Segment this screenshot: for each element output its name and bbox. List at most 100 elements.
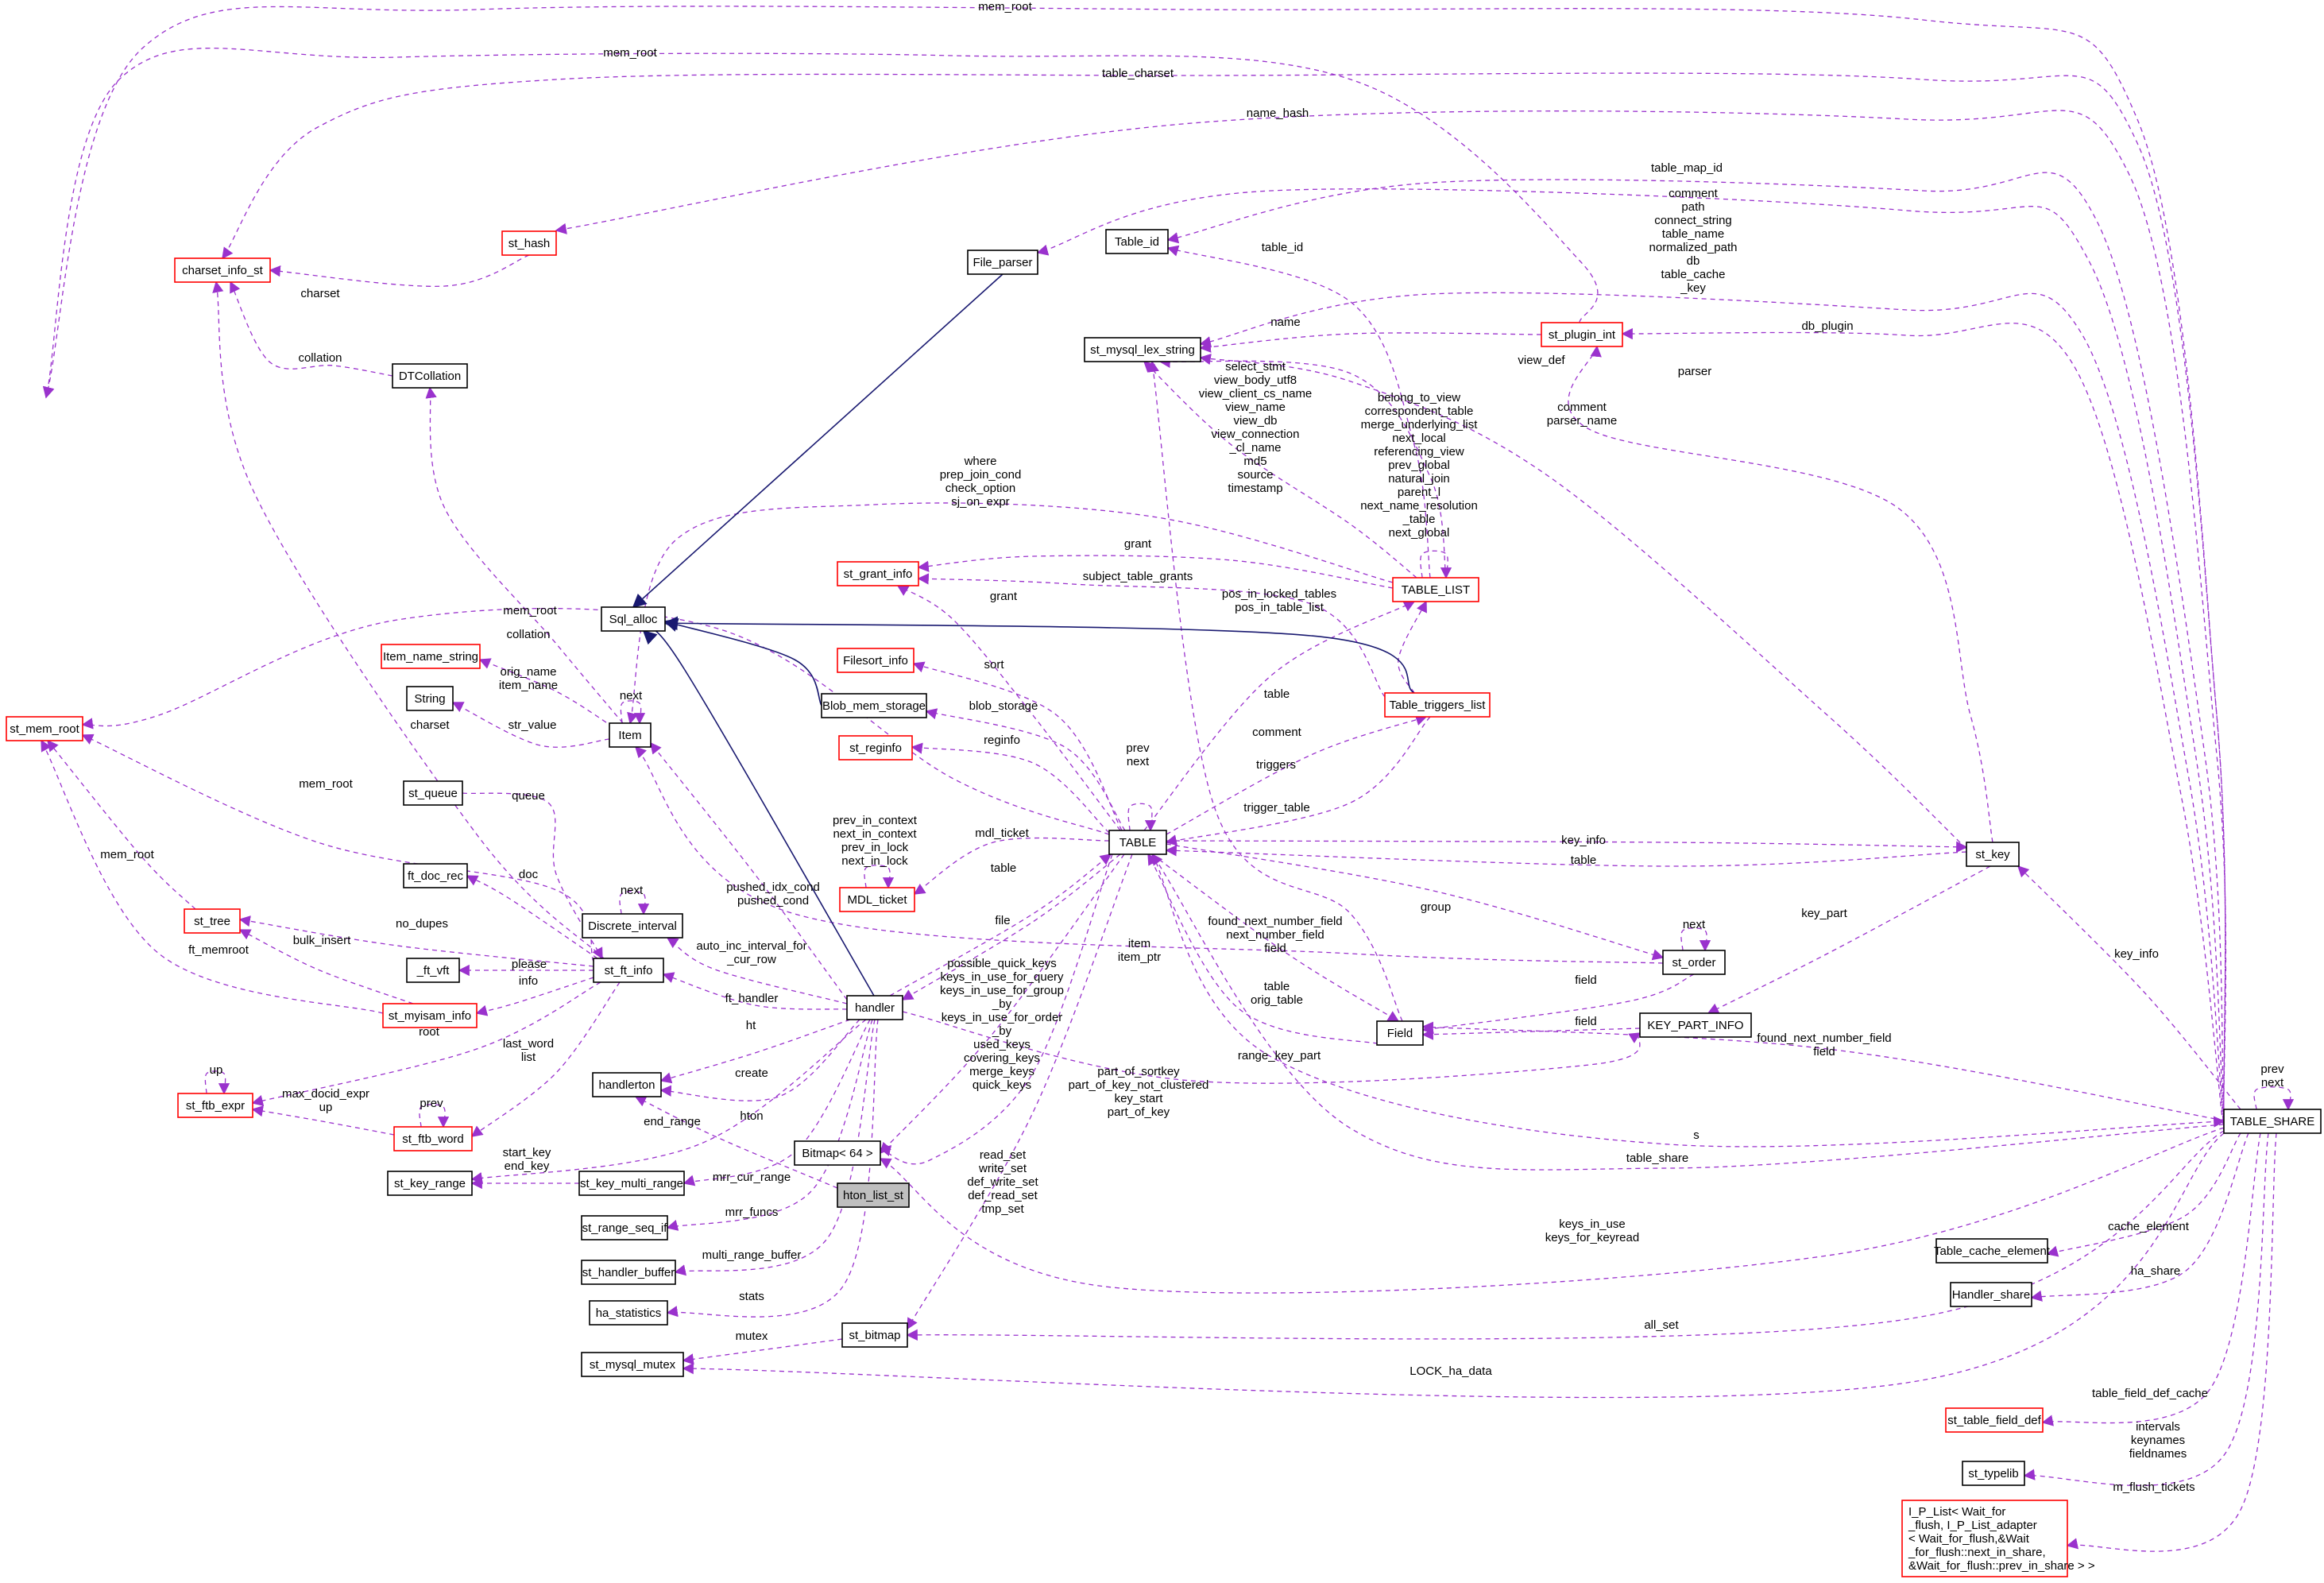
node-st-bitmap[interactable]: st_bitmap: [841, 1322, 908, 1348]
edge-label-table_list-table_list-line: referencing_view: [1374, 445, 1464, 459]
node-handlerton[interactable]: handlerton: [592, 1072, 662, 1097]
node-box: [1962, 1461, 2025, 1486]
node-ft-vft[interactable]: _ft_vft: [406, 958, 460, 983]
edge-label-st_plugin_int-st_mem_root: mem_root: [603, 46, 657, 60]
node-dtcollation[interactable]: DTCollation: [392, 363, 468, 389]
edge-label-st_ft_info-st_tree: no_dupes: [396, 917, 448, 931]
usage-edge-table_share-st_hash: [555, 110, 2227, 1120]
usage-edge-dtcollation-charset_info_st: [230, 281, 393, 377]
edge-label-st_ft_info-st_myisam_info: info: [519, 974, 538, 988]
edge-label-handler-item-line: pushed_idx_cond: [726, 881, 820, 894]
node-file-parser[interactable]: File_parser: [967, 250, 1038, 275]
usage-edge-st_ftb_word-st_ftb_word: [419, 1104, 450, 1128]
node-i-p-list[interactable]: I_P_List< Wait_for_flush, I_P_List_adapt…: [1901, 1500, 2095, 1577]
node-label: st_mysql_lex_string: [1090, 343, 1195, 357]
usage-edge-table-bitmap64: [880, 853, 1125, 1155]
edge-label-table_triggers_list-table-line: trigger_table: [1243, 801, 1309, 815]
node-box: [2223, 1109, 2322, 1134]
usage-edge-st_plugin_int-st_mem_root: [42, 47, 1599, 399]
node-table-triggers-list[interactable]: Table_triggers_list: [1384, 692, 1491, 718]
usage-edge-st_key-key_part_info: [1707, 865, 1991, 1014]
edge-label-table_share-st_table_field_def: table_field_def_cache: [2092, 1387, 2208, 1400]
node-box: [382, 1003, 478, 1028]
node-label: st_reginfo: [849, 741, 902, 755]
node-sql-alloc[interactable]: Sql_alloc: [601, 606, 666, 632]
node-charset-info-st[interactable]: charset_info_st: [174, 257, 271, 283]
node-st-myisam-info[interactable]: st_myisam_info: [382, 1003, 478, 1028]
node-st-mem-root[interactable]: st_mem_root: [6, 716, 83, 741]
usage-edge-handler-st_ft_info: [662, 972, 848, 1010]
node-field[interactable]: Field: [1376, 1020, 1424, 1046]
node-blob-mem-storage[interactable]: Blob_mem_storage: [821, 693, 927, 718]
node-st-queue[interactable]: st_queue: [403, 780, 463, 806]
edge-label-table-table_share: s: [1693, 1128, 1699, 1142]
edge-label-table_share-handler_share-line: ha_share: [2131, 1264, 2181, 1278]
node-label: KEY_PART_INFO: [1647, 1019, 1743, 1032]
edge-label-st_order-field: field: [1575, 973, 1597, 987]
edge-label-table_share-st_bitmap-line: all_set: [1644, 1318, 1679, 1332]
edge-label-dtcollation-charset_info_st-line: collation: [298, 351, 342, 365]
edge-label-st_ft_info-ft_vft-line: please: [512, 958, 547, 971]
node-st-mysql-lex-string[interactable]: st_mysql_lex_string: [1084, 337, 1201, 362]
node-table-list[interactable]: TABLE_LIST: [1392, 577, 1479, 602]
edge-label-table-table_list: table: [1264, 687, 1290, 701]
edge-label-discrete_interval-discrete_interval: next: [621, 884, 644, 897]
node-st-grant-info[interactable]: st_grant_info: [837, 561, 919, 586]
edge-label-table_share-st_mysql_lex_string-line: path: [1681, 200, 1704, 214]
node-st-ft-info[interactable]: st_ft_info: [593, 958, 664, 983]
node-st-plugin-int[interactable]: st_plugin_int: [1541, 322, 1623, 347]
node-st-typelib[interactable]: st_typelib: [1962, 1461, 2025, 1486]
node-st-reginfo[interactable]: st_reginfo: [838, 735, 913, 761]
node-table-id[interactable]: Table_id: [1105, 229, 1169, 254]
edge-label-table_triggers_list-table_list-line: pos_in_locked_tables: [1222, 587, 1336, 601]
node-handler-share[interactable]: Handler_share: [1950, 1282, 2032, 1307]
edge-label-table-st_mem_root-line: mem_root: [503, 604, 557, 617]
node-label: st_mem_root: [10, 722, 79, 736]
node-st-range-seq-if[interactable]: st_range_seq_if: [581, 1215, 668, 1240]
node-box: [581, 1260, 676, 1285]
node-st-hash[interactable]: st_hash: [501, 230, 557, 256]
usage-edge-st_queue-st_ft_info: [462, 792, 603, 960]
node-ha-statistics[interactable]: ha_statistics: [589, 1300, 668, 1326]
node-st-key-multi-range[interactable]: st_key_multi_range: [578, 1171, 685, 1196]
edge-label-field-st_mysql_lex_string: comment: [1252, 726, 1302, 739]
edge-label-table_triggers_list-st_grant_info-line: subject_table_grants: [1083, 570, 1193, 583]
node-label: st_tree: [194, 915, 230, 928]
node-string[interactable]: String: [406, 686, 454, 711]
node-table-share[interactable]: TABLE_SHARE: [2223, 1109, 2322, 1134]
node-hton-list-st[interactable]: hton_list_st: [837, 1182, 910, 1208]
node-table-cache-element[interactable]: Table_cache_element: [1934, 1238, 2051, 1264]
node-st-order[interactable]: st_order: [1662, 950, 1726, 975]
node-item-name-string[interactable]: Item_name_string: [381, 644, 481, 669]
node-st-ftb-expr[interactable]: st_ftb_expr: [177, 1093, 253, 1118]
edge-label-table-filesort_info-line: sort: [984, 658, 1004, 672]
node-discrete-interval[interactable]: Discrete_interval: [582, 913, 683, 939]
node-bitmap64[interactable]: Bitmap< 64 >: [794, 1140, 881, 1166]
node-st-key-range[interactable]: st_key_range: [387, 1171, 473, 1196]
node-label-line: _flush, I_P_List_adapter: [1908, 1519, 2037, 1532]
node-label-line: Handler_share: [1952, 1288, 2030, 1302]
edge-label-table-table-line: next: [1127, 755, 1150, 768]
edge-label-st_key_multi_range-st_key_range-line: start_key: [503, 1146, 551, 1159]
node-handler[interactable]: handler: [846, 995, 903, 1020]
usage-edge-st_order-field: [1421, 973, 1695, 1035]
node-st-mysql-mutex[interactable]: st_mysql_mutex: [581, 1352, 684, 1377]
node-st-key[interactable]: st_key: [1966, 842, 2020, 867]
edge-label-table_share-bitmap64-line: keys_in_use: [1559, 1217, 1625, 1231]
node-st-handler-buffer[interactable]: st_handler_buffer: [581, 1260, 676, 1285]
node-table[interactable]: TABLE: [1108, 830, 1167, 855]
node-key-part-info[interactable]: KEY_PART_INFO: [1639, 1012, 1752, 1038]
edge-label-st_tree-st_mem_root-line: mem_root: [100, 848, 154, 861]
edge-label-table-bitmap64-2-line: part_of_key_not_clustered: [1069, 1078, 1209, 1092]
node-st-table-field-def[interactable]: st_table_field_def: [1945, 1407, 2044, 1433]
node-st-tree[interactable]: st_tree: [184, 908, 241, 934]
node-filesort-info[interactable]: Filesort_info: [837, 648, 915, 673]
edge-label-st_ft_info-charset_info_st-line: charset: [410, 718, 450, 732]
node-st-ftb-word[interactable]: st_ftb_word: [393, 1126, 473, 1151]
node-label: st_range_seq_if: [582, 1221, 668, 1235]
node-mdl-ticket[interactable]: MDL_ticket: [839, 887, 915, 912]
node-ft-doc-rec[interactable]: ft_doc_rec: [403, 863, 468, 888]
node-item[interactable]: Item: [609, 722, 652, 748]
node-label: DTCollation: [399, 370, 461, 383]
